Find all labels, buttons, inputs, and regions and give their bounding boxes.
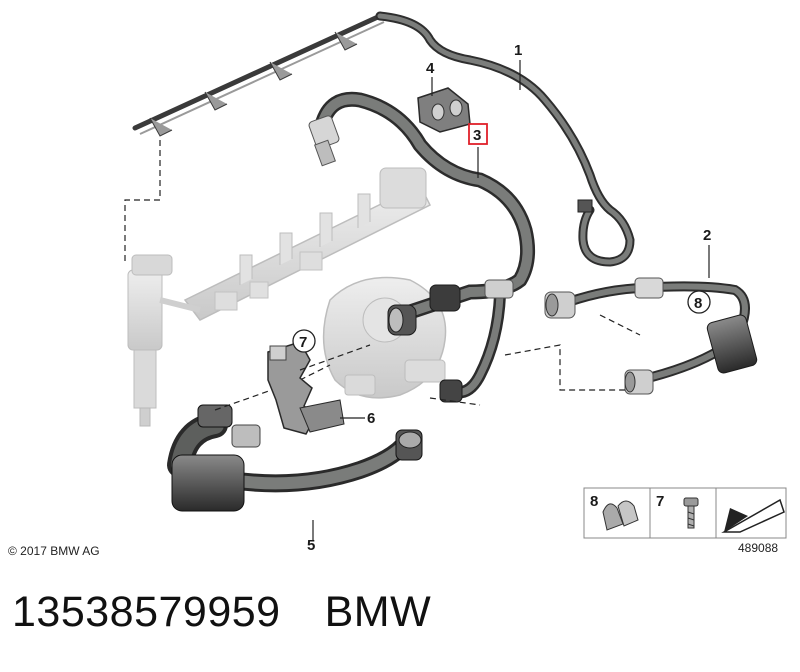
return-hose [375,11,635,267]
fuel-rail-ghost [183,167,432,321]
callout-7: 7 [299,334,307,351]
callout-leaders [312,60,710,540]
callout-labels: 1 2 3 4 5 6 7 8 [292,42,711,554]
injector-wiring-strip [124,13,385,265]
part-caption: 13538579959 BMW [12,588,431,637]
arrow-icon [721,498,785,533]
image-number: 489088 [738,541,778,555]
callout-1: 1 [514,42,522,59]
grommet-clip [417,87,471,133]
legend-item-8: 8 [590,493,598,510]
callout-5: 5 [307,537,315,554]
callout-3: 3 [473,127,481,144]
legend-item-7: 7 [656,493,664,510]
copyright: © 2017 BMW AG [8,544,100,558]
assembly-lines [299,314,641,406]
clip-icon [602,503,624,531]
legend-panel: 8 7 489088 [583,487,787,555]
callout-8: 8 [694,295,702,312]
leak-off-hose [544,277,758,395]
lower-hose-assembly [167,364,423,512]
screw-icon [683,497,699,529]
highlight-box [468,123,488,145]
part-number: 13538579959 [12,588,281,636]
hose-bracket [267,341,345,435]
callout-2: 2 [703,227,711,244]
high-pressure-pump-ghost [322,276,447,399]
brand-name: BMW [324,588,432,636]
feed-hose [308,91,536,403]
callout-6: 6 [367,410,375,427]
callout-4: 4 [426,60,435,77]
injector-ghost [127,254,201,427]
